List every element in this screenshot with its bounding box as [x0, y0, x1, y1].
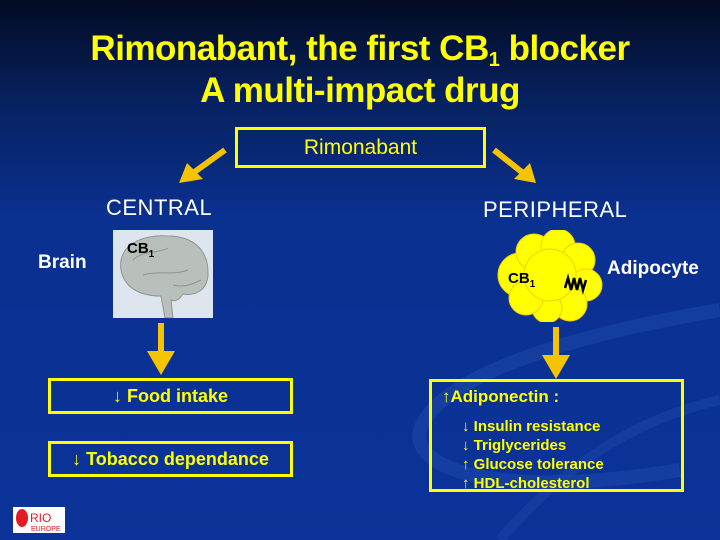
arrow-down-central-icon	[147, 323, 175, 375]
list-item: ↓ Triglycerides	[462, 437, 567, 454]
food-intake-label: ↓ Food intake	[112, 386, 228, 406]
svg-text:EUROPE: EUROPE	[31, 526, 61, 533]
title-line1-end: blocker	[499, 29, 631, 68]
slide-title: Rimonabant, the first CB1 blocker A mult…	[0, 28, 720, 112]
tobacco-box: ↓ Tobacco dependance	[48, 441, 293, 477]
drug-box: Rimonabant	[235, 127, 486, 168]
food-intake-box: ↓ Food intake	[48, 378, 293, 414]
arrow-to-peripheral-icon	[492, 147, 536, 183]
title-line2: A multi-impact drug	[200, 71, 520, 110]
brain-label: Brain	[38, 252, 87, 273]
rio-europe-logo: RIO EUROPE	[13, 507, 65, 533]
adiponectin-box: ↑Adiponectin : ↓ Insulin resistance ↓ Tr…	[429, 379, 684, 492]
background-swirl	[412, 303, 720, 540]
arrow-to-central-icon	[179, 147, 227, 183]
list-item: ↑ Glucose tolerance	[462, 456, 604, 473]
title-line1: Rimonabant, the first CB	[90, 29, 489, 68]
arrow-down-peripheral-icon	[542, 327, 570, 379]
drug-label: Rimonabant	[303, 136, 418, 159]
list-item: ↑ HDL-cholesterol	[462, 475, 590, 492]
peripheral-heading: PERIPHERAL	[483, 197, 628, 222]
tobacco-label: ↓ Tobacco dependance	[72, 449, 269, 469]
svg-text:RIO: RIO	[30, 511, 51, 525]
adiponectin-effects-list: ↓ Insulin resistance ↓ Triglycerides ↑ G…	[442, 417, 681, 493]
brain-cb1-label: CB1	[127, 240, 155, 260]
brain-image	[113, 230, 213, 318]
adiponectin-label: ↑Adiponectin :	[442, 387, 560, 406]
adipocyte-label: Adipocyte	[607, 258, 699, 279]
list-item: ↓ Insulin resistance	[462, 418, 601, 435]
adipocyte-cb1-label: CB1	[508, 270, 536, 290]
adipocyte-image	[497, 230, 603, 322]
title-subscript: 1	[488, 49, 500, 71]
central-heading: CENTRAL	[106, 195, 213, 220]
